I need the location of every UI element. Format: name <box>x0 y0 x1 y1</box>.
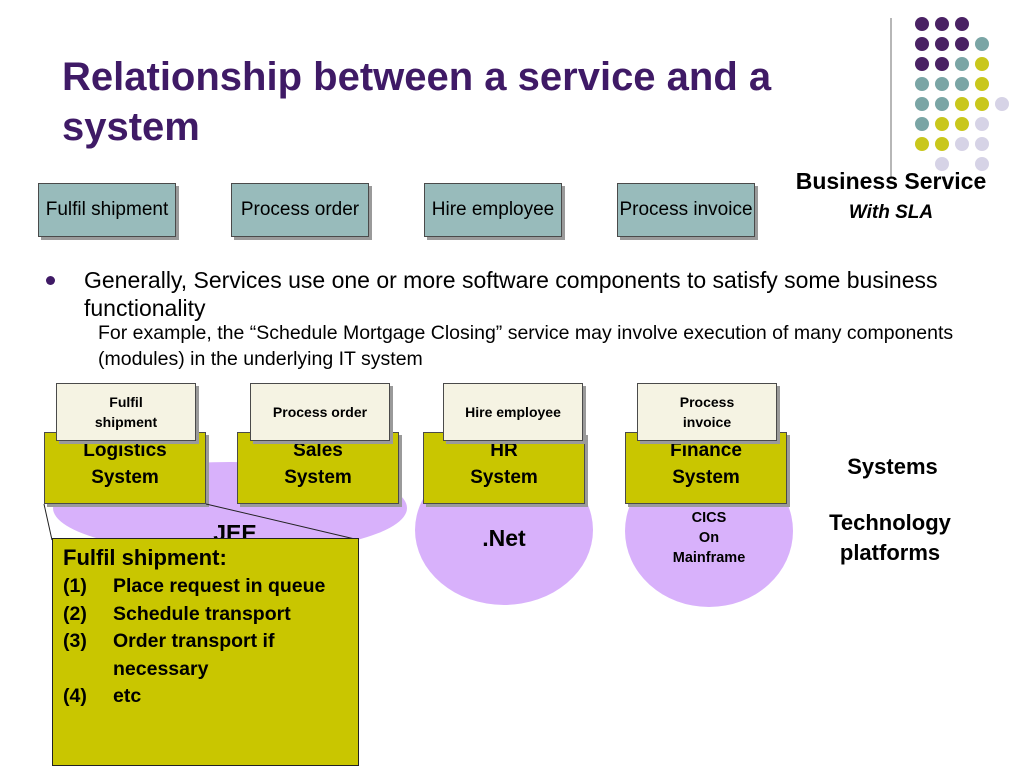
decorative-dot <box>975 157 989 171</box>
business-service-label: Business Service <box>795 168 987 194</box>
platform-net-label: .Net <box>482 525 526 551</box>
decorative-dot <box>955 77 969 91</box>
decorative-dot <box>955 137 969 151</box>
system-name: Sales System <box>284 440 352 488</box>
decorative-dot <box>975 37 989 51</box>
technology-platforms-label: Technology platforms <box>829 510 951 565</box>
decorative-dot <box>935 57 949 71</box>
decorative-dot <box>935 137 949 151</box>
component-fulfil-shipment: Fulfil shipment <box>56 383 196 441</box>
component-process-invoice: Process invoice <box>637 383 777 441</box>
service-box-hire-employee: Hire employee <box>424 183 562 237</box>
callout-step: (2) Schedule transport <box>63 601 348 629</box>
system-logistics: Logistics System <box>44 432 206 504</box>
callout-step: (1) Place request in queue <box>63 573 348 601</box>
decorative-dot <box>935 77 949 91</box>
service-box-process-invoice: Process invoice <box>617 183 755 237</box>
decorative-dot <box>915 117 929 131</box>
step-number: (4) <box>63 685 87 707</box>
component-process-order: Process order <box>250 383 390 441</box>
decorative-dot <box>935 157 949 171</box>
platform-cics-line: Mainframe <box>672 550 746 566</box>
component-hire-employee: Hire employee <box>443 383 583 441</box>
service-box-fulfil-shipment: Fulfil shipment <box>38 183 176 237</box>
callout-title: Fulfil shipment: <box>63 545 227 570</box>
fulfil-shipment-callout: Fulfil shipment: (1) Place request in qu… <box>52 538 359 766</box>
callout-step: (4) etc <box>63 683 348 711</box>
decorative-dot <box>915 57 929 71</box>
decorative-dot <box>995 97 1009 111</box>
bullet-icon <box>46 276 55 285</box>
systems-label: Systems <box>847 454 938 479</box>
bullet-text: Generally, Services use one or more soft… <box>84 267 938 321</box>
system-name: Finance System <box>670 440 742 488</box>
decorative-dot-grid <box>900 10 1010 171</box>
system-name: Logistics System <box>83 440 167 488</box>
platform-cics-line: On <box>698 530 720 546</box>
decorative-dot <box>915 37 929 51</box>
step-text: Place request in queue <box>113 575 326 597</box>
decorative-dot <box>955 97 969 111</box>
platform-cics-label: CICS On Mainframe <box>625 508 793 568</box>
decorative-dot <box>975 137 989 151</box>
step-number: (2) <box>63 602 87 625</box>
step-text: Schedule transport <box>113 602 291 625</box>
platform-cics-line: CICS <box>691 510 727 526</box>
bullet-subtext: For example, the “Schedule Mortgage Clos… <box>98 322 954 370</box>
decorative-dot <box>915 97 929 111</box>
decorative-dot <box>935 97 949 111</box>
decorative-dot <box>955 37 969 51</box>
decorative-dot <box>955 57 969 71</box>
system-name: HR System <box>470 440 538 488</box>
service-box-process-order: Process order <box>231 183 369 237</box>
decorative-dot <box>935 37 949 51</box>
callout-step: (3) Order transport if necessary <box>63 628 348 683</box>
decorative-dot <box>975 97 989 111</box>
business-service-sublabel: With SLA <box>848 202 934 223</box>
decorative-divider <box>890 18 892 178</box>
step-text: etc <box>113 685 142 707</box>
step-number: (1) <box>63 575 87 597</box>
decorative-dot <box>915 77 929 91</box>
system-hr: HR System <box>423 432 585 504</box>
step-text: Order transport if necessary <box>113 630 275 680</box>
decorative-dot <box>975 57 989 71</box>
decorative-dot <box>955 17 969 31</box>
component-label: Process invoice <box>679 394 735 430</box>
step-number: (3) <box>63 630 87 652</box>
component-label: Fulfil shipment <box>94 394 158 430</box>
system-sales: Sales System <box>237 432 399 504</box>
decorative-dot <box>975 117 989 131</box>
decorative-dot <box>935 117 949 131</box>
decorative-dot <box>915 17 929 31</box>
decorative-dot <box>955 117 969 131</box>
decorative-dot <box>915 137 929 151</box>
slide-title: Relationship between a service and a sys… <box>62 55 772 149</box>
decorative-dot <box>975 77 989 91</box>
decorative-dot <box>935 17 949 31</box>
